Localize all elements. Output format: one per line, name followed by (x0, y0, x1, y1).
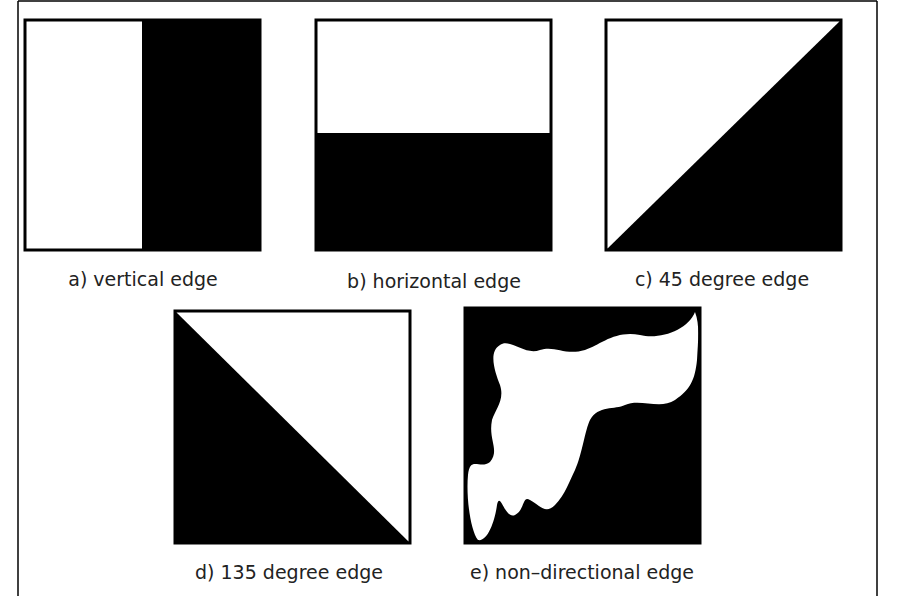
diagonal-45-square (606, 20, 841, 250)
horizontal-edge-square (316, 20, 551, 250)
figure-frame (18, 1, 877, 596)
caption-b: b) horizontal edge (347, 270, 521, 293)
diagonal-135-square (175, 311, 410, 543)
caption-d: d) 135 degree edge (195, 561, 383, 584)
caption-c: c) 45 degree edge (635, 268, 809, 291)
vertical-edge-square (25, 20, 260, 250)
non-directional-square (465, 308, 700, 543)
caption-a: a) vertical edge (68, 268, 217, 291)
caption-e: e) non–directional edge (470, 561, 694, 584)
